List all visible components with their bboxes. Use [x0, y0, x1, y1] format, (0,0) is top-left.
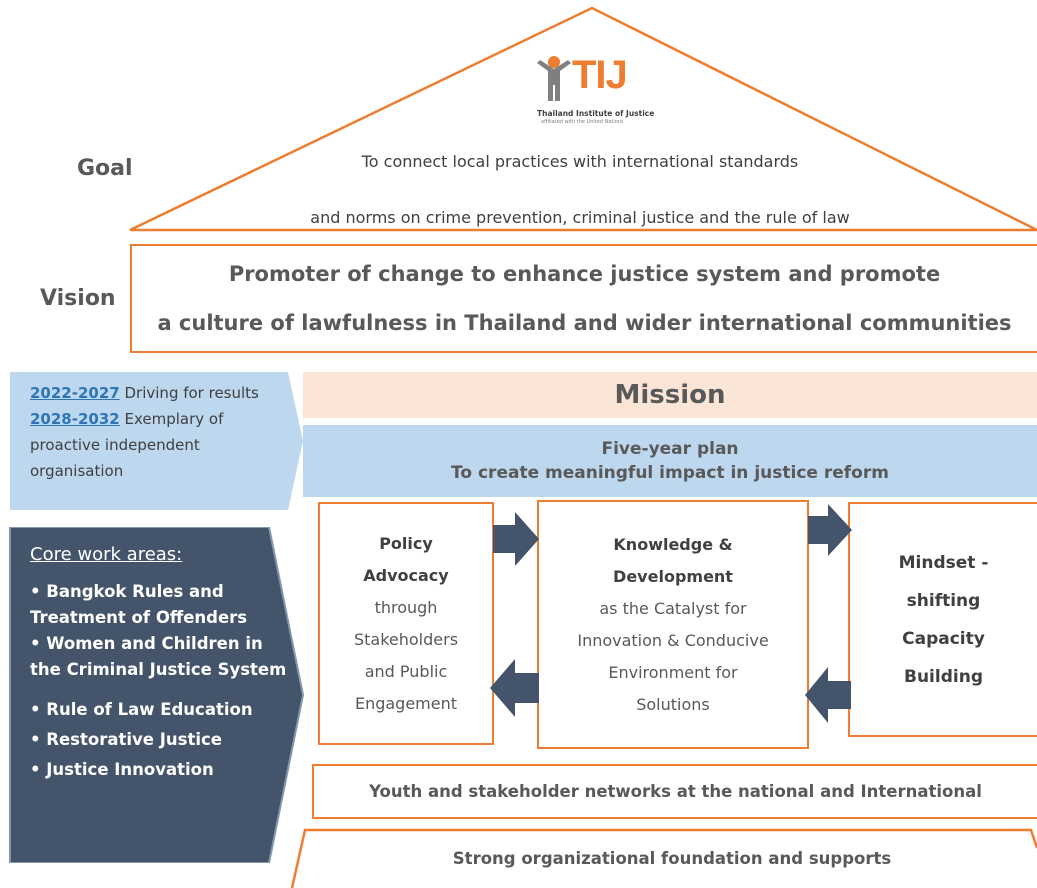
timeline-years: 2028-2032 [30, 410, 120, 428]
core-work-panel [9, 527, 305, 863]
core-item: • Rule of Law Education [30, 700, 253, 719]
knowledge-development-box: Knowledge & Development as the Catalyst … [537, 500, 809, 749]
plan-line1: Five-year plan [601, 439, 739, 459]
core-work-text: Core work areas: • Bangkok Rules and Tre… [30, 544, 286, 783]
timeline-arrow [10, 372, 303, 510]
arrow-left-icon [490, 659, 539, 717]
policy-title: Policy [379, 533, 433, 553]
core-item: • Bangkok Rules and [30, 582, 224, 601]
timeline-item: 2022-2027 Driving for results [30, 380, 259, 406]
foundation-box: Strong organizational foundation and sup… [312, 840, 1032, 876]
vision-line: Promoter of change to enhance justice sy… [228, 262, 941, 287]
mindset-title: shifting [906, 590, 981, 611]
knowledge-desc: Solutions [636, 694, 710, 714]
tij-logo: TIJ Thailand Institute of Justice affili… [535, 53, 654, 130]
knowledge-desc: Innovation & Conducive [577, 630, 769, 650]
knowledge-title: Development [613, 566, 733, 586]
arrow-left-icon [805, 667, 851, 723]
policy-desc: through [374, 597, 438, 617]
arrow-right-icon [493, 512, 539, 566]
goal-text: To connect local practices with internat… [230, 152, 930, 227]
youth-network-box: Youth and stakeholder networks at the na… [312, 764, 1037, 819]
knowledge-title: Knowledge & [613, 534, 733, 554]
core-item: the Criminal Justice System [30, 660, 287, 679]
timeline-desc: Driving for results [119, 384, 259, 402]
logo-name: TIJ [572, 53, 628, 97]
knowledge-desc: Environment for [608, 662, 738, 682]
timeline-line: organisation [30, 462, 124, 480]
foundation-text: Strong organizational foundation and sup… [452, 848, 892, 868]
goal-line: and norms on crime prevention, criminal … [310, 208, 850, 227]
core-item: Treatment of Offenders [30, 608, 248, 627]
person-icon [537, 56, 571, 101]
timeline-text: 2022-2027 Driving for results 2028-2032 … [30, 380, 259, 484]
policy-desc: Engagement [354, 693, 458, 713]
goal-line: To connect local practices with internat… [361, 152, 799, 171]
vision-line: a culture of lawfulness in Thailand and … [157, 310, 1012, 335]
mission-bar: Mission [303, 372, 1037, 418]
plan-line2: To create meaningful impact in justice r… [451, 463, 889, 483]
policy-desc: Stakeholders [353, 629, 459, 649]
roof-triangle [129, 6, 1037, 232]
mission-title: Mission [614, 380, 726, 410]
goal-label: Goal [77, 156, 133, 181]
timeline-desc: Exemplary of [119, 410, 224, 428]
timeline-item: 2028-2032 Exemplary of [30, 406, 259, 432]
policy-title: Advocacy [363, 565, 449, 585]
timeline-years: 2022-2027 [30, 384, 120, 402]
timeline-line: proactive independent [30, 436, 200, 454]
arrow-right-icon [808, 504, 852, 556]
policy-desc: and Public [364, 661, 448, 681]
vision-label: Vision [40, 286, 116, 311]
mindset-title: Mindset - [898, 552, 989, 573]
five-year-plan-bar: Five-year plan To create meaningful impa… [303, 425, 1037, 497]
core-item: • Restorative Justice [30, 730, 222, 749]
foundation-base [290, 828, 1037, 888]
mindset-title: Capacity [902, 628, 985, 649]
vision-box: Promoter of change to enhance justice sy… [130, 244, 1037, 353]
policy-advocacy-box: Policy Advocacy through Stakeholders and… [318, 502, 494, 745]
core-title: Core work areas: [30, 544, 183, 565]
logo-subtitle: Thailand Institute of Justice [537, 109, 655, 118]
knowledge-desc: as the Catalyst for [599, 598, 747, 618]
mindset-box: Mindset - shifting Capacity Building [848, 502, 1037, 737]
youth-text: Youth and stakeholder networks at the na… [369, 782, 982, 801]
mindset-title: Building [904, 666, 983, 687]
core-item: • Women and Children in [30, 634, 263, 653]
core-item: • Justice Innovation [30, 760, 214, 779]
logo-tagline: affiliated with the United Nations [541, 119, 624, 125]
